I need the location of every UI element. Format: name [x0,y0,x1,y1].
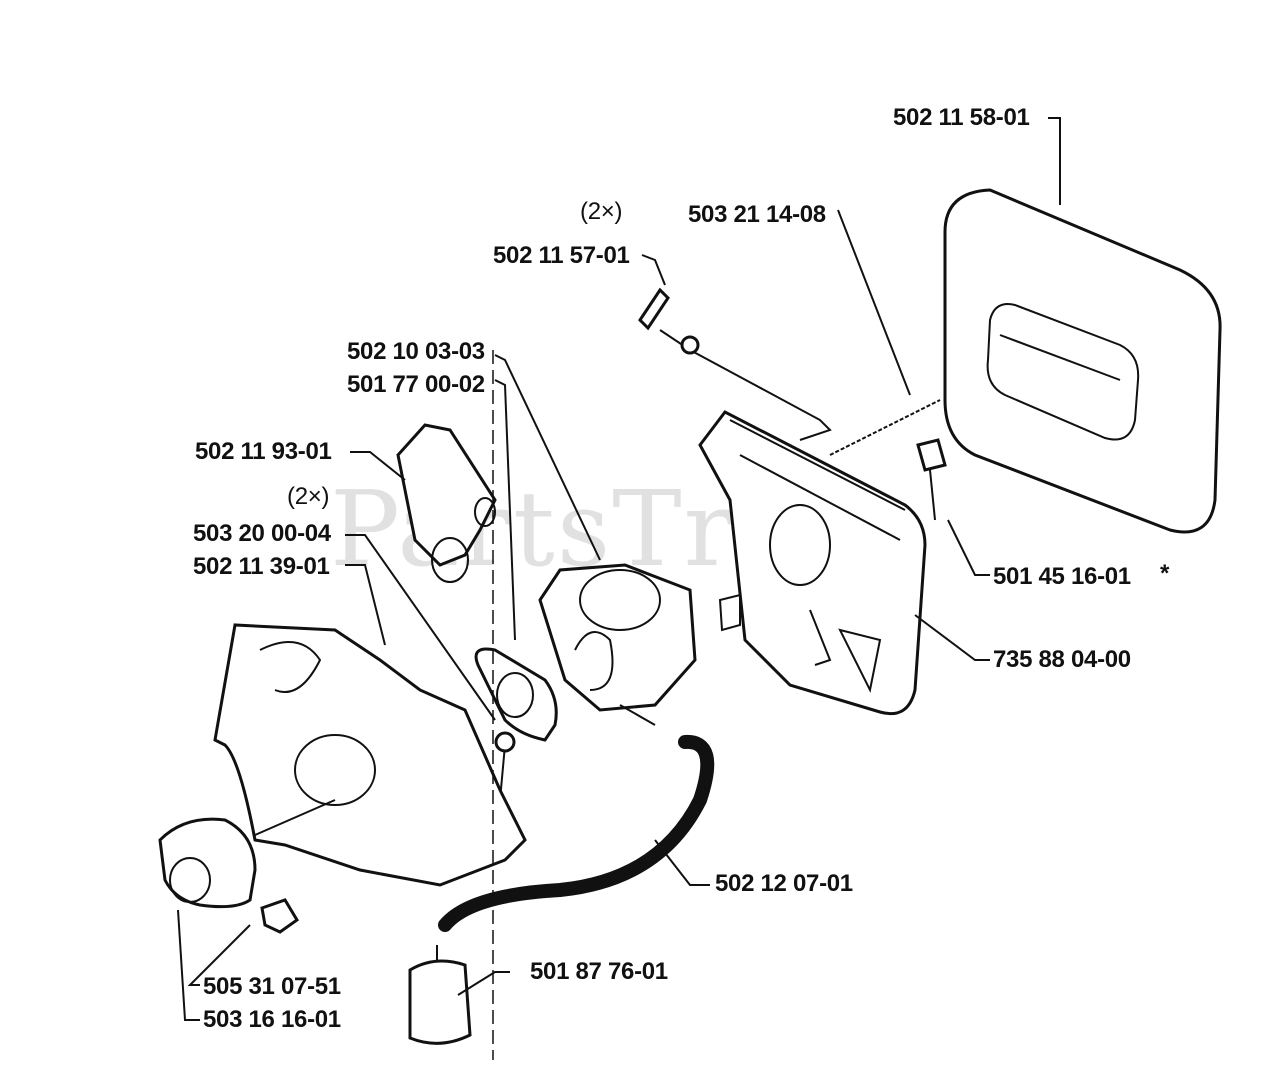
label-carb-kit: 501 77 00-02 [347,371,485,398]
label-grommet: 505 31 07-51 [203,973,341,1000]
carburetor-part [538,563,741,726]
label-air-filter: 502 11 58-01 [893,104,1030,131]
label-plug: 503 16 16-01 [203,1006,341,1033]
carburetor-housing-part [213,623,527,887]
fuel-filter-part [408,945,472,1045]
label-screw: 503 20 00-04 [193,520,331,547]
cylinder-filter-part [158,817,257,909]
choke-pin-part [638,287,832,441]
filter-holder-part [698,410,927,716]
fuel-hose-part [438,735,715,932]
gasket-part [474,647,558,742]
label-fuel-hose: 502 12 07-01 [715,870,853,897]
label-qty-screw: (2×) [287,483,330,510]
label-choke-pin: 502 11 57-01 [493,242,630,269]
label-fuel-filter: 501 87 76-01 [530,958,668,985]
label-carburetor: 502 10 03-03 [347,338,485,365]
label-bolt-note: * [1160,560,1170,587]
plug-part [260,898,300,934]
label-filter-holder: 735 88 04-00 [993,646,1131,673]
label-qty-choke: (2×) [580,198,623,225]
label-intake-boot: 502 11 93-01 [195,438,332,465]
label-spring: 503 21 14-08 [688,201,826,228]
intake-boot-part [396,423,497,583]
spring-part [829,399,941,456]
air-filter-part [943,188,1222,534]
label-gasket: 502 11 39-01 [193,553,330,580]
label-bolt: 501 45 16-01 [993,563,1131,590]
bolt-part [916,438,947,521]
